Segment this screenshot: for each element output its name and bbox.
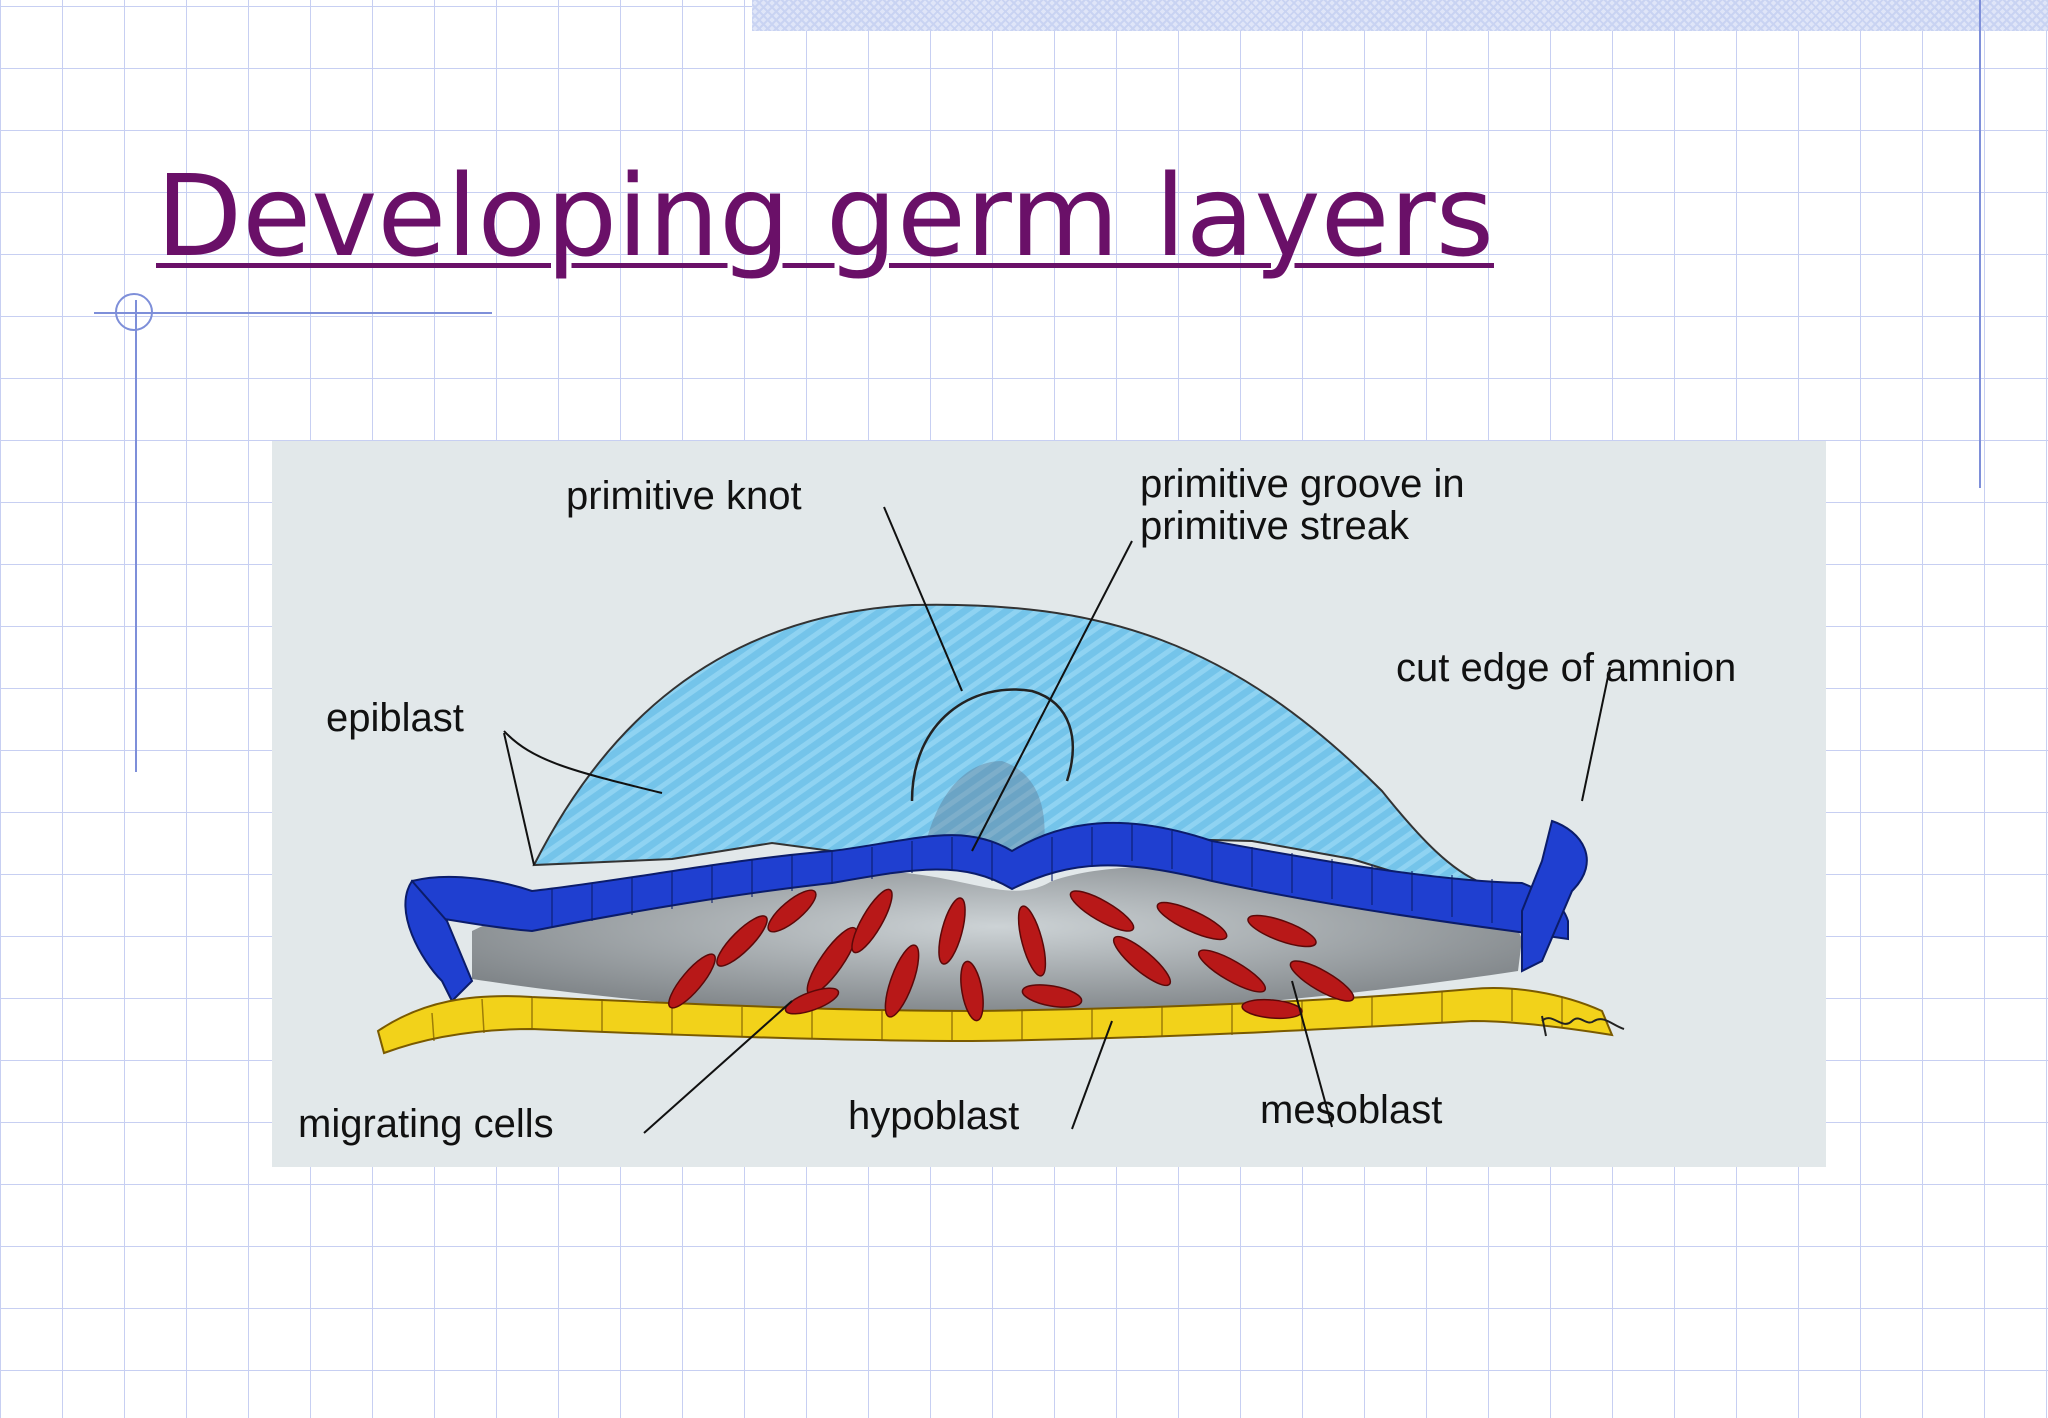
label-cut-edge-amnion: cut edge of amnion	[1396, 646, 1736, 690]
epiblast-cells	[551, 823, 1493, 927]
amnion-dome	[532, 603, 1485, 895]
title-accent-line	[94, 312, 492, 314]
primitive-knot-bump	[910, 688, 1074, 802]
label-primitive-groove-line2: primitive streak	[1140, 504, 1410, 548]
right-accent-line	[1979, 0, 1981, 488]
germ-layers-diagram: primitive knot primitive groove in primi…	[298, 462, 1736, 1146]
label-epiblast: epiblast	[326, 696, 464, 740]
title-accent-circle	[115, 293, 153, 331]
label-mesoblast: mesoblast	[1260, 1088, 1442, 1132]
header-band	[752, 0, 2048, 31]
germ-layers-illustration: primitive knot primitive groove in primi…	[272, 441, 1826, 1167]
artist-signature	[1541, 1015, 1625, 1037]
hypoblast-layer	[376, 986, 1614, 1055]
label-primitive-knot: primitive knot	[566, 474, 802, 518]
leader-lines	[503, 506, 1611, 1134]
mesoblast-cells	[668, 888, 1355, 1022]
label-primitive-groove-line1: primitive groove in	[1140, 462, 1465, 506]
label-hypoblast: hypoblast	[848, 1094, 1019, 1138]
left-accent-line	[135, 300, 137, 772]
label-migrating-cells: migrating cells	[298, 1102, 554, 1146]
slide-title: Developing germ layers	[156, 152, 1494, 282]
